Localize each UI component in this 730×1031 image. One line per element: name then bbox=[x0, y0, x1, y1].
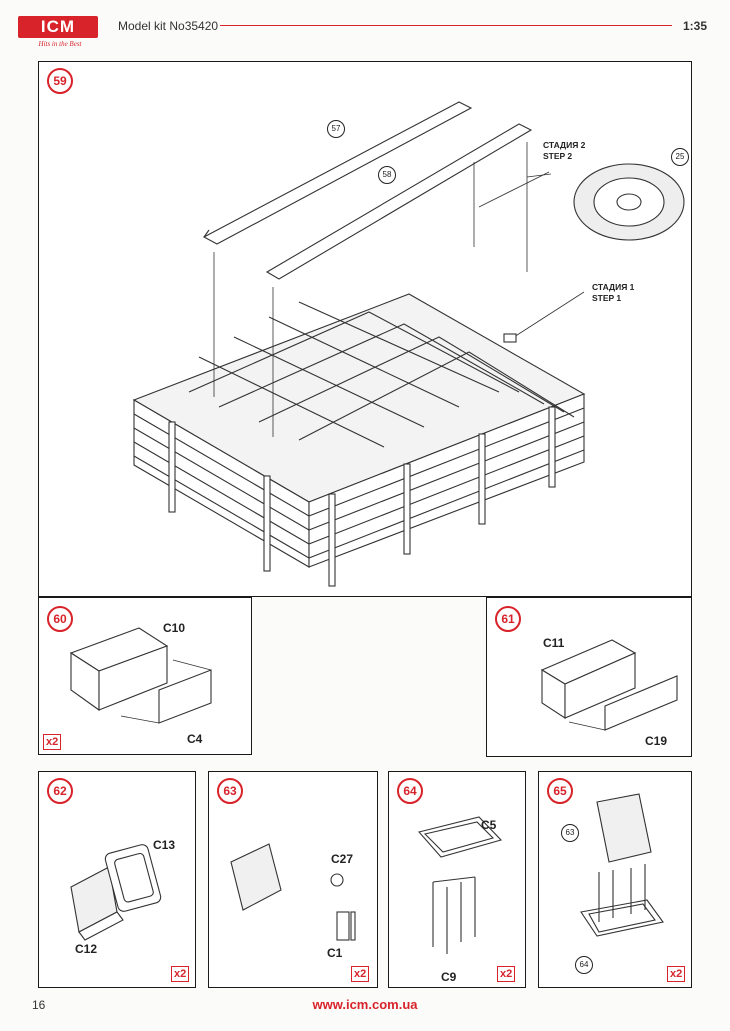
step-64-drawing bbox=[417, 816, 503, 954]
step-63-drawing bbox=[230, 843, 356, 941]
part-c12: C12 bbox=[75, 942, 98, 956]
part-c4: C4 bbox=[187, 732, 203, 746]
part-c9: C9 bbox=[441, 970, 457, 984]
scale-label: 1:35 bbox=[683, 19, 708, 33]
header-rule bbox=[220, 25, 672, 26]
ref-64: 64 bbox=[575, 956, 593, 974]
step-59-number: 59 bbox=[47, 68, 73, 94]
part-c19: C19 bbox=[645, 734, 668, 748]
step-63-panel: 63 C27 C1 x2 bbox=[208, 771, 378, 988]
icm-logo: ICM Hits in the Best bbox=[18, 16, 98, 52]
quantity-badge: x2 bbox=[351, 966, 370, 982]
ref-57: 57 bbox=[327, 120, 345, 138]
step-60-number: 60 bbox=[47, 606, 73, 632]
ref-63: 63 bbox=[561, 824, 579, 842]
page-number: 16 bbox=[32, 998, 46, 1012]
step-63-number: 63 bbox=[217, 778, 243, 804]
quantity-badge: x2 bbox=[43, 734, 62, 750]
step-64-number: 64 bbox=[397, 778, 423, 804]
quantity-badge: x2 bbox=[497, 966, 516, 982]
part-c10: C10 bbox=[163, 621, 186, 635]
part-c27: C27 bbox=[331, 852, 354, 866]
step-65-panel: 65 63 64 x2 bbox=[538, 771, 692, 988]
step-62-drawing bbox=[70, 844, 162, 941]
step-60-drawing bbox=[69, 627, 212, 724]
step-59-panel: 59 57 58 25 СТАДИЯ 2 STEP 2 СТАДИЯ 1 STE… bbox=[38, 61, 692, 597]
part-c13: C13 bbox=[153, 838, 176, 852]
ref-25: 25 bbox=[671, 148, 689, 166]
step-64-panel: 64 C5 C9 x2 bbox=[388, 771, 526, 988]
step-62-number: 62 bbox=[47, 778, 73, 804]
quantity-badge: x2 bbox=[171, 966, 190, 982]
step-65-drawing bbox=[580, 793, 664, 937]
step-62-panel: 62 C13 C12 x2 bbox=[38, 771, 196, 988]
step-61-drawing bbox=[540, 639, 678, 731]
step-1-note: СТАДИЯ 1 STEP 1 bbox=[592, 282, 635, 303]
part-c11: C11 bbox=[543, 636, 565, 650]
ref-58: 58 bbox=[378, 166, 396, 184]
part-c1: C1 bbox=[327, 946, 343, 960]
website-link[interactable]: www.icm.com.ua bbox=[312, 997, 418, 1012]
step-60-panel: 60 C10 C4 x2 bbox=[38, 597, 252, 755]
logo-text: ICM bbox=[18, 16, 98, 38]
part-c5: C5 bbox=[481, 818, 497, 832]
step-59-drawing bbox=[132, 101, 685, 587]
step-2-note: СТАДИЯ 2 STEP 2 bbox=[543, 140, 586, 161]
quantity-badge: x2 bbox=[667, 966, 686, 982]
logo-slogan: Hits in the Best bbox=[38, 40, 82, 48]
step-65-number: 65 bbox=[547, 778, 573, 804]
step-61-number: 61 bbox=[495, 606, 521, 632]
step-61-panel: 61 C11 C19 bbox=[486, 597, 692, 757]
kit-title: Model kit No35420 bbox=[118, 19, 219, 33]
